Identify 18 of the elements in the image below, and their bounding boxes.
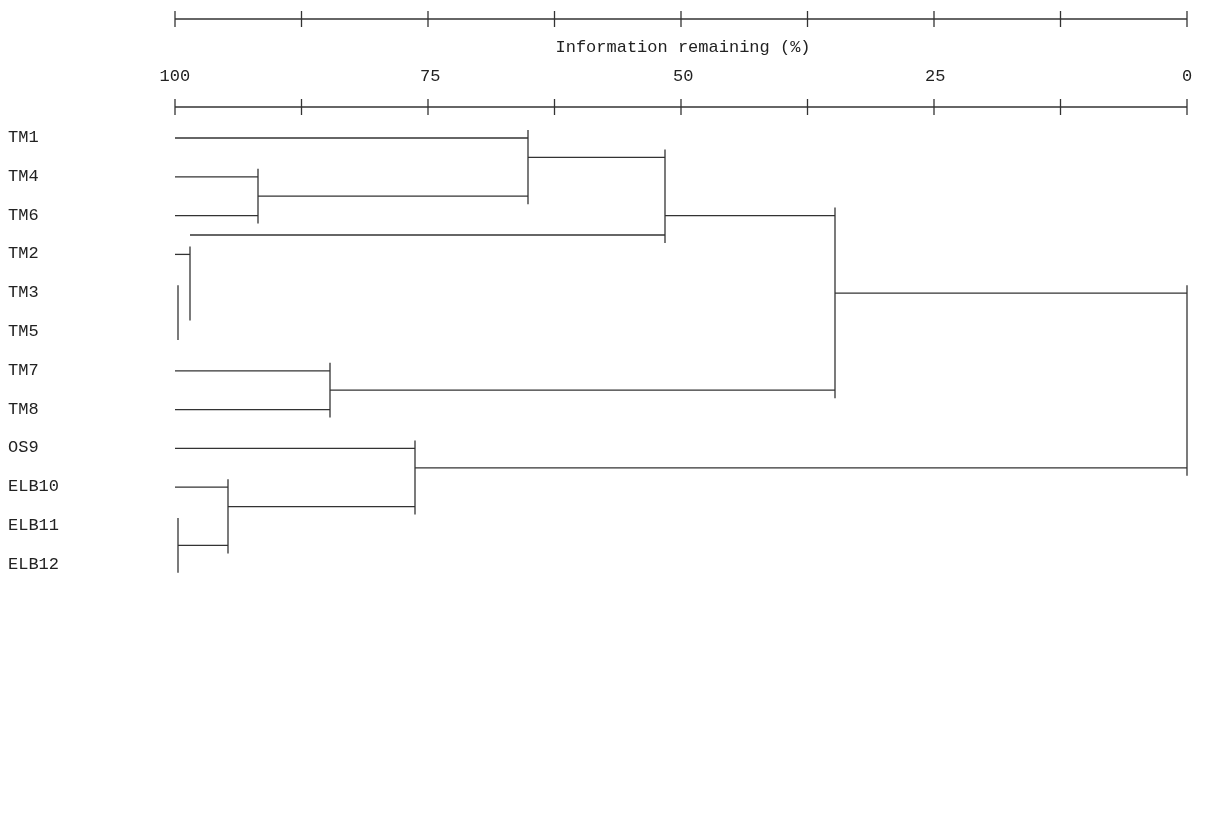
leaf-label: TM3 — [8, 283, 39, 304]
tick-label: 75 — [420, 67, 441, 87]
leaf-label: TM2 — [8, 244, 39, 265]
leaf-label: ELB10 — [8, 477, 59, 498]
leaf-label: TM6 — [8, 205, 39, 226]
leaf-label: TM7 — [8, 360, 39, 381]
leaf-label: TM4 — [8, 166, 39, 187]
leaf-label: TM5 — [8, 322, 39, 342]
leaf-label: ELB12 — [8, 554, 59, 575]
tick-label: 100 — [159, 67, 191, 87]
leaf-label: OS9 — [8, 438, 39, 459]
tick-label: 25 — [925, 67, 946, 87]
leaf-label: TM1 — [8, 128, 39, 148]
tick-label: 0 — [1182, 67, 1193, 87]
tick-label: 50 — [673, 67, 694, 87]
leaf-label: TM8 — [8, 399, 39, 420]
axis-title: Information remaining (%) — [555, 38, 811, 58]
leaf-label: ELB11 — [8, 516, 59, 536]
